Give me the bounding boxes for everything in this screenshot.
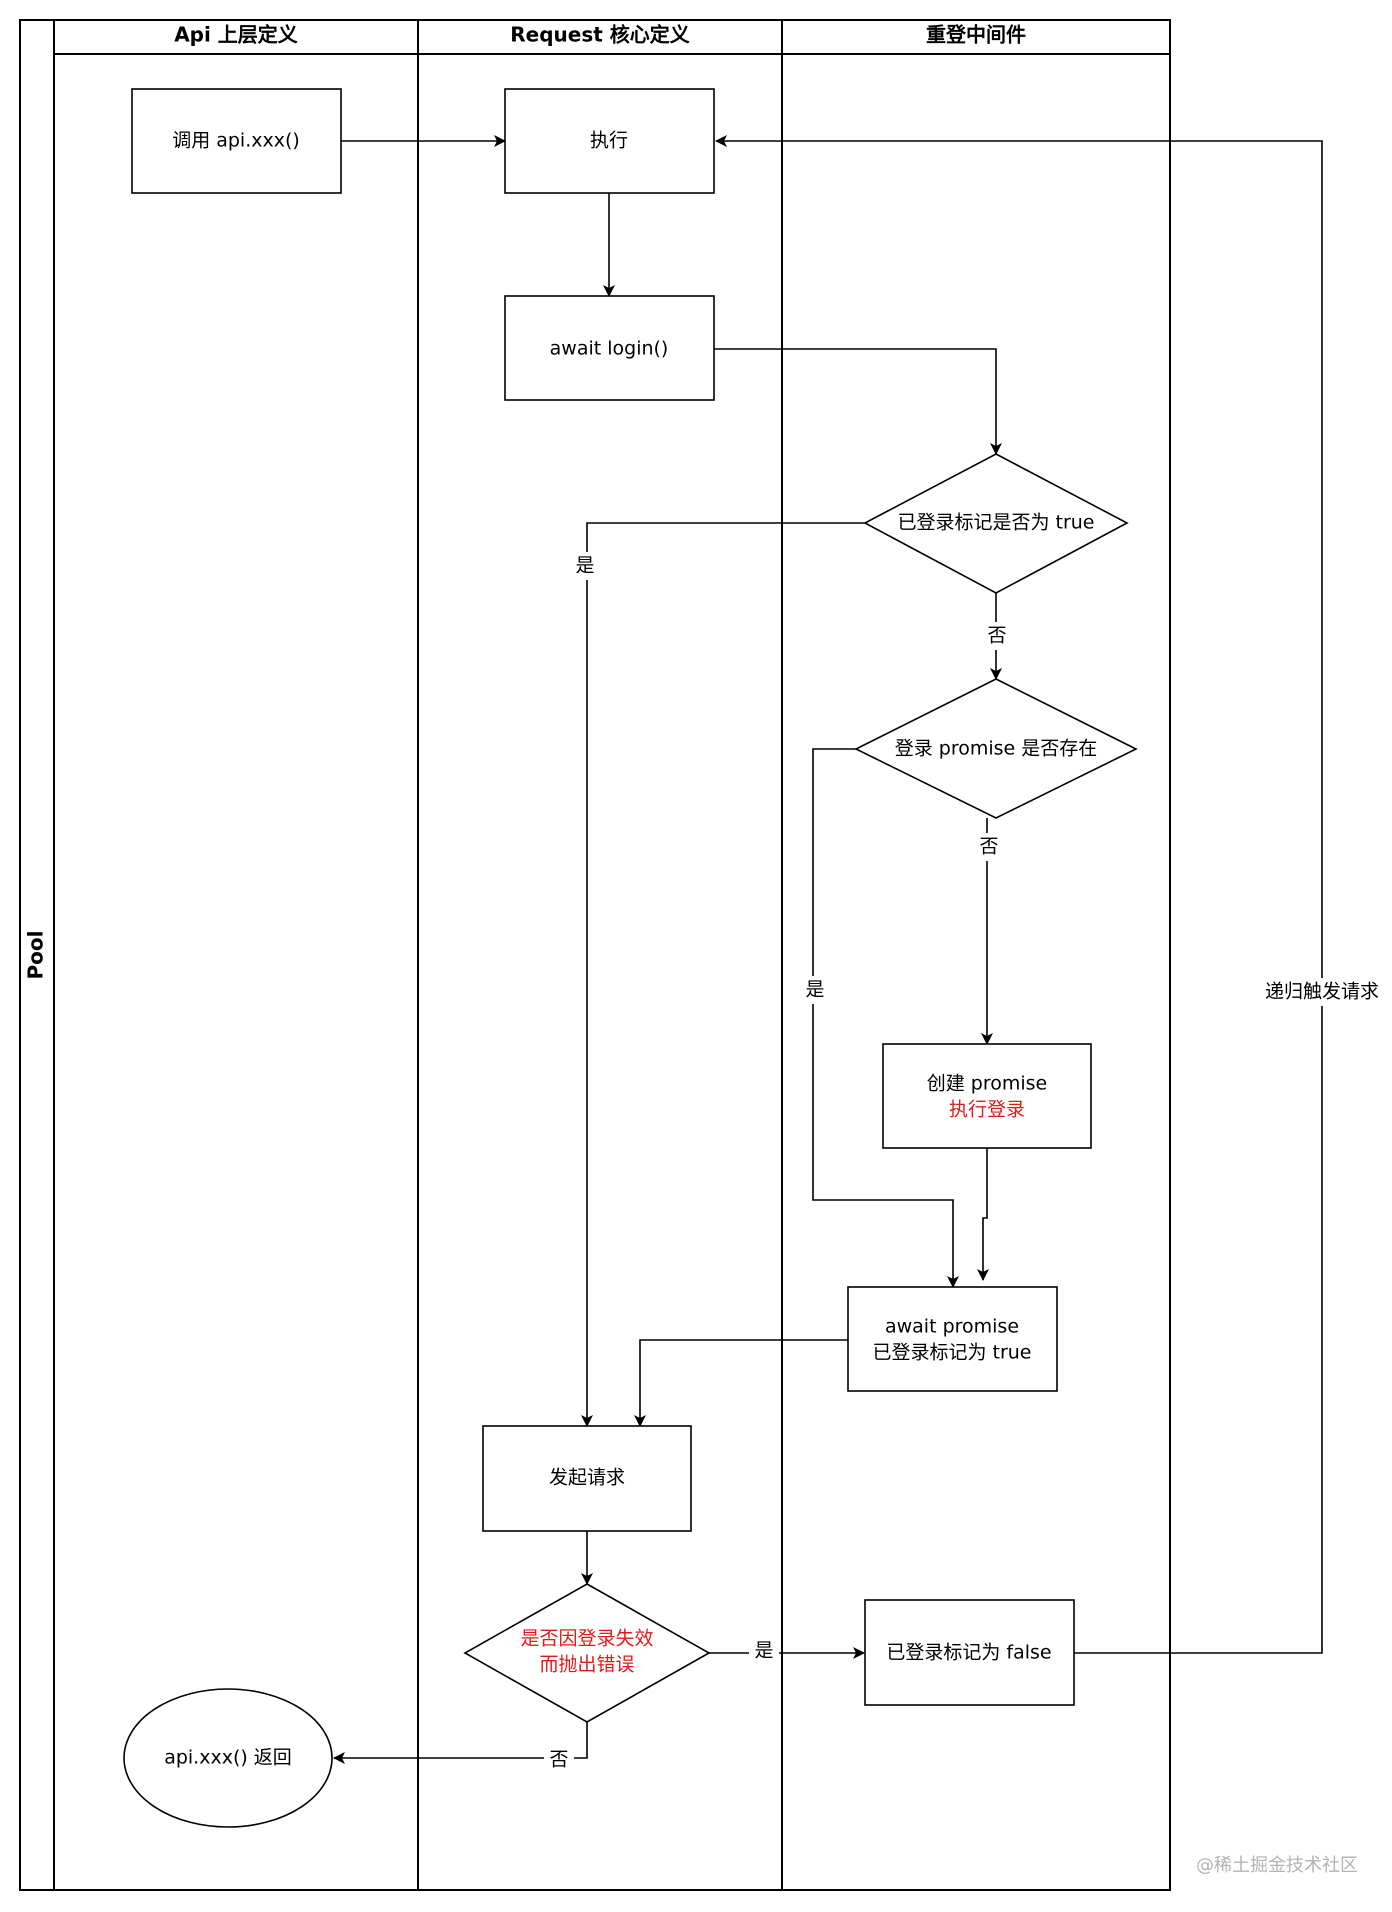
edge-create-to-await [977,1148,989,1281]
label-promise-yes: 是 [805,979,824,1001]
label-flag-no: 否 [987,625,1006,647]
node-await-login: await login() [504,295,715,401]
node-login-error-line2: 而抛出错误 [539,1654,634,1676]
node-create-promise-line2: 执行登录 [949,1099,1025,1121]
label-error-yes: 是 [754,1640,773,1662]
edge-await-login-to-check-flag [714,348,1002,455]
node-execute: 执行 [504,88,715,194]
pool: Pool [19,19,1171,1891]
node-login-error-line1: 是否因登录失效 [520,1628,653,1650]
edge-await-to-send [634,1339,848,1427]
label-recursive: 递归触发请求 [1265,981,1379,1003]
node-call-api: 调用 api.xxx() [131,88,342,194]
watermark: @稀土掘金技术社区 [1196,1855,1358,1876]
node-await-promise-line2: 已登录标记为 true [872,1342,1031,1364]
label-promise-no: 否 [979,836,998,858]
edge-labels: 是 否 否 是 是 否 递归触发请求 [544,552,1388,1774]
node-set-flag-false: 已登录标记为 false [864,1599,1075,1706]
nodes: 调用 api.xxx() 执行 await login() 已登录标记是否为 t… [123,88,1138,1828]
node-create-promise: 创建 promise 执行登录 [882,1043,1092,1149]
node-check-promise: 登录 promise 是否存在 [854,678,1138,819]
pool-label: Pool [24,931,48,980]
node-send-request-text: 发起请求 [549,1467,625,1489]
node-send-request: 发起请求 [482,1425,692,1532]
edge-recursive-to-execute [715,135,1323,1654]
node-await-promise: await promise 已登录标记为 true [847,1286,1058,1392]
edges [333,135,1323,1764]
edge-flag-yes-to-send [581,522,865,1427]
node-api-return: api.xxx() 返回 [123,1688,333,1828]
node-set-flag-false-text: 已登录标记为 false [886,1642,1051,1664]
edge-error-no-to-return [333,1722,588,1764]
node-await-login-text: await login() [550,338,669,360]
node-check-flag: 已登录标记是否为 true [863,453,1129,594]
edge-promise-yes-to-await [812,748,959,1288]
lanes: Api 上层定义 Request 核心定义 重登中间件 [54,20,1170,1890]
node-check-promise-text: 登录 promise 是否存在 [895,738,1098,760]
label-flag-yes: 是 [575,555,594,577]
lane-title-request: Request 核心定义 [510,23,690,47]
label-error-no: 否 [549,1749,568,1771]
node-call-api-text: 调用 api.xxx() [172,130,300,152]
node-check-flag-text: 已登录标记是否为 true [897,512,1094,534]
lane-title-relogin: 重登中间件 [926,23,1026,47]
node-create-promise-line1: 创建 promise [927,1073,1048,1095]
lane-title-api: Api 上层定义 [174,23,298,47]
node-login-error-check: 是否因登录失效 而抛出错误 [463,1583,711,1723]
node-api-return-text: api.xxx() 返回 [164,1747,292,1769]
node-await-promise-line1: await promise [885,1316,1019,1338]
node-execute-text: 执行 [590,130,628,152]
